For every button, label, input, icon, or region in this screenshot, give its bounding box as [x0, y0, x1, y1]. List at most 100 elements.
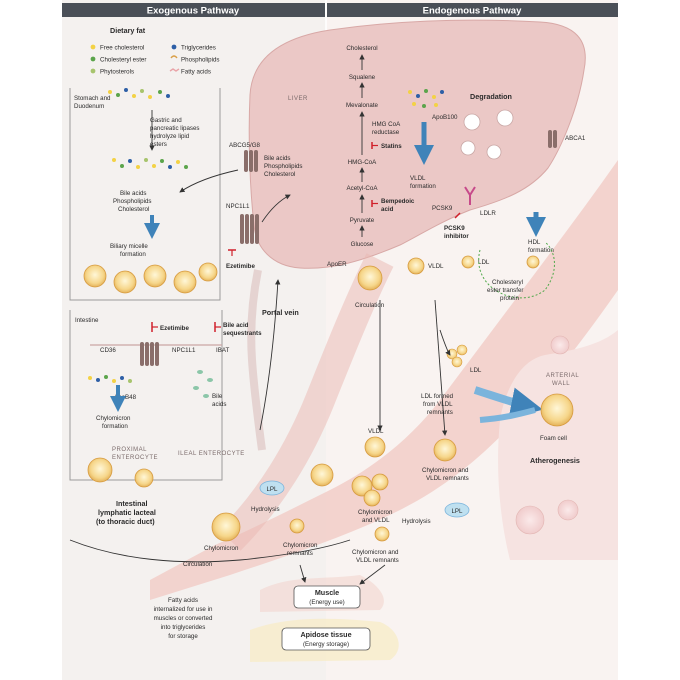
intestine-ezetimibe: Ezetimibe	[160, 325, 189, 332]
intestinal-npc1l1	[140, 342, 159, 366]
bile-seq-label-1: Bile acid	[223, 322, 249, 329]
muscle-box	[293, 585, 361, 609]
ldl-uptake-arrow	[439, 329, 451, 356]
pcsk9-inhibit-bar	[454, 212, 461, 219]
exo-phospholipids: Phospholipids	[113, 198, 152, 205]
legend-cholesteryl-ester: Cholesteryl ester	[100, 57, 146, 64]
muscle-label-2: (Energy use)	[309, 599, 344, 606]
lpl-right-ellipse	[444, 502, 470, 518]
to-muscle-arrow-right	[359, 564, 386, 585]
arterial-foam-cells	[515, 335, 579, 535]
legend-triglycerides: Triglycerides	[181, 45, 216, 52]
chylo-remnant-label-1: Chylomicron	[283, 542, 318, 549]
liver-cholesterol: Cholesterol	[264, 171, 295, 178]
lipase-label-1: Gastric and	[150, 117, 182, 124]
lipase-label-4: esters	[150, 141, 167, 148]
proximal-label-1: PROXIMAL	[112, 447, 147, 453]
cv-label-1: Chylomicron	[358, 509, 393, 516]
chylo-vldl-cluster	[351, 473, 389, 507]
phytosterols-swatch	[90, 68, 96, 74]
ldl-circulation-label: LDL	[470, 367, 482, 374]
intestine-label: Intestine	[75, 317, 99, 324]
cd36-label: CD36	[100, 347, 116, 354]
arterial-wall-label-2: WALL	[552, 381, 570, 387]
liver-shape	[248, 19, 586, 269]
cetp-label-3: protein	[500, 295, 519, 302]
lacteal-label-2: lymphatic lacteal	[98, 508, 156, 517]
legend-title: Dietary fat	[110, 26, 146, 35]
lpl-left-label: LPL	[266, 486, 278, 493]
muscle-label-1: Muscle	[315, 588, 339, 597]
abcg-transporter	[244, 150, 258, 172]
chylomicron-particle	[211, 512, 241, 542]
ileal-bile-label-2: acids	[212, 401, 226, 408]
legend-fatty-acids: Fatty acids	[181, 69, 211, 76]
ldl-particle	[461, 255, 475, 269]
liver-npc1l1-transporter	[240, 214, 259, 244]
portal-vein-shape	[247, 269, 266, 451]
fatty-acids-swatch	[169, 68, 180, 72]
exo-bile-acids: Bile acids	[120, 190, 146, 197]
lacteal-label-1: Intestinal	[116, 499, 148, 508]
foam-cell-shape	[540, 393, 574, 427]
dietary-fat-particles	[108, 88, 188, 169]
chylo-remnant-label-2: remnants	[287, 550, 313, 557]
ileal-bile-particles	[193, 370, 213, 398]
cvr-label-2: VLDL remnants	[356, 557, 399, 564]
apob100-label: ApoB100	[432, 114, 458, 121]
pcsk9-label: PCSK9	[432, 205, 453, 212]
free-cholesterol-swatch	[90, 44, 96, 50]
ileal-enterocyte-label: ILEAL ENTEROCYTE	[178, 451, 245, 457]
remnant-particle	[433, 438, 457, 462]
fa-label-1: Fatty acids	[168, 597, 198, 604]
exo-cholesterol: Cholesterol	[118, 206, 149, 213]
legend-phospholipids: Phospholipids	[181, 57, 220, 64]
liver-npc1l1-label: NPC1L1	[226, 203, 250, 210]
ibat-label: IBAT	[216, 347, 230, 354]
to-muscle-arrow	[299, 564, 307, 583]
intestinal-npc1l1-label: NPC1L1	[172, 347, 196, 354]
liver-phospholipids: Phospholipids	[264, 163, 303, 170]
cetp-label-2: ester transfer	[487, 287, 523, 294]
liver-uptake-arrow	[261, 194, 291, 223]
hdl-formation-label-1: HDL	[528, 239, 541, 246]
atherogenic-arrow-2	[479, 407, 536, 423]
chylomicron-remnant-particle	[310, 463, 334, 487]
legend-free-cholesterol: Free cholesterol	[100, 45, 144, 52]
degradation-lysosomes	[460, 109, 514, 160]
chylomicron-label: Chylomicron	[204, 545, 239, 552]
vldl-formation-label-1: VLDL	[410, 175, 426, 182]
liver-bile-acids: Bile acids	[264, 155, 290, 162]
synthesis-step: Acetyl-CoA	[347, 185, 379, 192]
atherogenic-arrow-1	[473, 386, 543, 419]
adipose-box	[281, 627, 371, 651]
vessel-inner	[219, 253, 394, 551]
vldl-label: VLDL	[428, 263, 444, 270]
fa-label-3: muscles or converted	[154, 615, 213, 622]
portal-vein-arrow	[259, 279, 281, 431]
bempedoic-label-2: acid	[381, 206, 394, 213]
vldl-formation-label-2: formation	[410, 183, 436, 190]
cv-label-2: and VLDL	[362, 517, 390, 524]
liver-ezetimibe: Ezetimibe	[226, 263, 255, 270]
triglycerides-swatch	[171, 44, 177, 50]
chylo-formation-label-2: formation	[102, 423, 128, 430]
chylo-formation-label-1: Chylomicron	[96, 415, 131, 422]
pcsk9-inhibitor-label-1: PCSK9	[444, 225, 465, 232]
proximal-label-2: ENTEROCYTE	[112, 455, 158, 461]
portal-vein-label: Portal vein	[262, 308, 299, 317]
bile-to-intestine-arrow	[179, 169, 239, 193]
cetp-label-1: Cholesteryl	[492, 279, 523, 286]
lacteal-label-3: (to thoracic duct)	[96, 517, 155, 526]
atherogenesis-label: Atherogenesis	[530, 456, 580, 465]
biliary-micelles	[83, 262, 218, 294]
lpl-left-ellipse	[259, 480, 285, 496]
vldl-mid-label: VLDL	[368, 428, 384, 435]
ldl-formed-label-1: LDL formed	[421, 393, 454, 400]
lipase-label-3: hydrolyze lipid	[150, 133, 190, 140]
legend-phytosterols: Phytosterols	[100, 69, 134, 76]
lipase-label-2: pancreatic lipases	[150, 125, 200, 132]
synthesis-step: Mevalonate	[346, 102, 379, 109]
lpl-right-label: LPL	[451, 508, 463, 515]
